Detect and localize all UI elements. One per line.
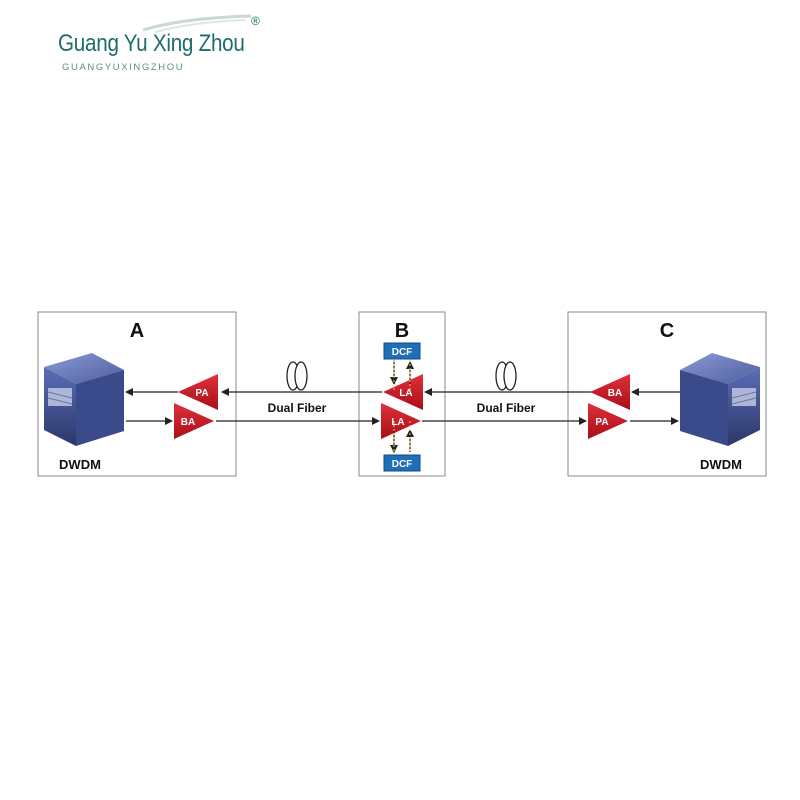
device-a-label: DWDM bbox=[59, 457, 101, 472]
logo-subtitle: GUANGYUXINGZHOU bbox=[62, 62, 185, 73]
amplifier-ba-icon: BA bbox=[174, 403, 214, 439]
link-left-label: Dual Fiber bbox=[268, 401, 327, 415]
dcf-module-icon: DCF bbox=[383, 454, 421, 472]
amplifier-pa-icon: PA bbox=[588, 403, 628, 439]
amplifier-b-top-label: LA bbox=[399, 388, 412, 399]
dcf-dashed-link bbox=[393, 360, 411, 455]
site-a-title: A bbox=[130, 320, 144, 342]
dcf-bottom-label: DCF bbox=[392, 459, 413, 470]
dcf-top-label: DCF bbox=[392, 347, 413, 358]
amplifier-b-bottom-label: LA bbox=[391, 417, 404, 428]
amplifier-c-bottom-label: PA bbox=[595, 417, 608, 428]
logo-name: Guang Yu Xing Zhou bbox=[58, 30, 245, 57]
fiber-coil-icon bbox=[495, 361, 517, 391]
dwdm-device-icon bbox=[680, 353, 760, 446]
amplifier-pa-icon: PA bbox=[178, 374, 218, 410]
dwdm-device-icon bbox=[44, 353, 124, 446]
amplifier-ba-icon: BA bbox=[590, 374, 630, 410]
brand-logo: Guang Yu Xing Zhou GUANGYUXINGZHOU ® bbox=[58, 14, 278, 82]
device-c-label: DWDM bbox=[700, 457, 742, 472]
amplifier-c-top-label: BA bbox=[608, 388, 622, 399]
amplifier-la-icon: LA bbox=[383, 374, 423, 410]
fiber-coil-icon bbox=[286, 361, 308, 391]
site-b-title: B bbox=[395, 320, 409, 342]
amplifier-a-top-label: PA bbox=[195, 388, 208, 399]
logo-brushstroke-icon bbox=[142, 14, 252, 33]
registered-mark: ® bbox=[251, 14, 260, 28]
amplifier-a-bottom-label: BA bbox=[181, 417, 195, 428]
dcf-module-icon: DCF bbox=[383, 342, 421, 360]
amplifier-la-icon: LA bbox=[381, 403, 421, 439]
site-c-title: C bbox=[660, 320, 674, 342]
link-right-label: Dual Fiber bbox=[477, 401, 536, 415]
